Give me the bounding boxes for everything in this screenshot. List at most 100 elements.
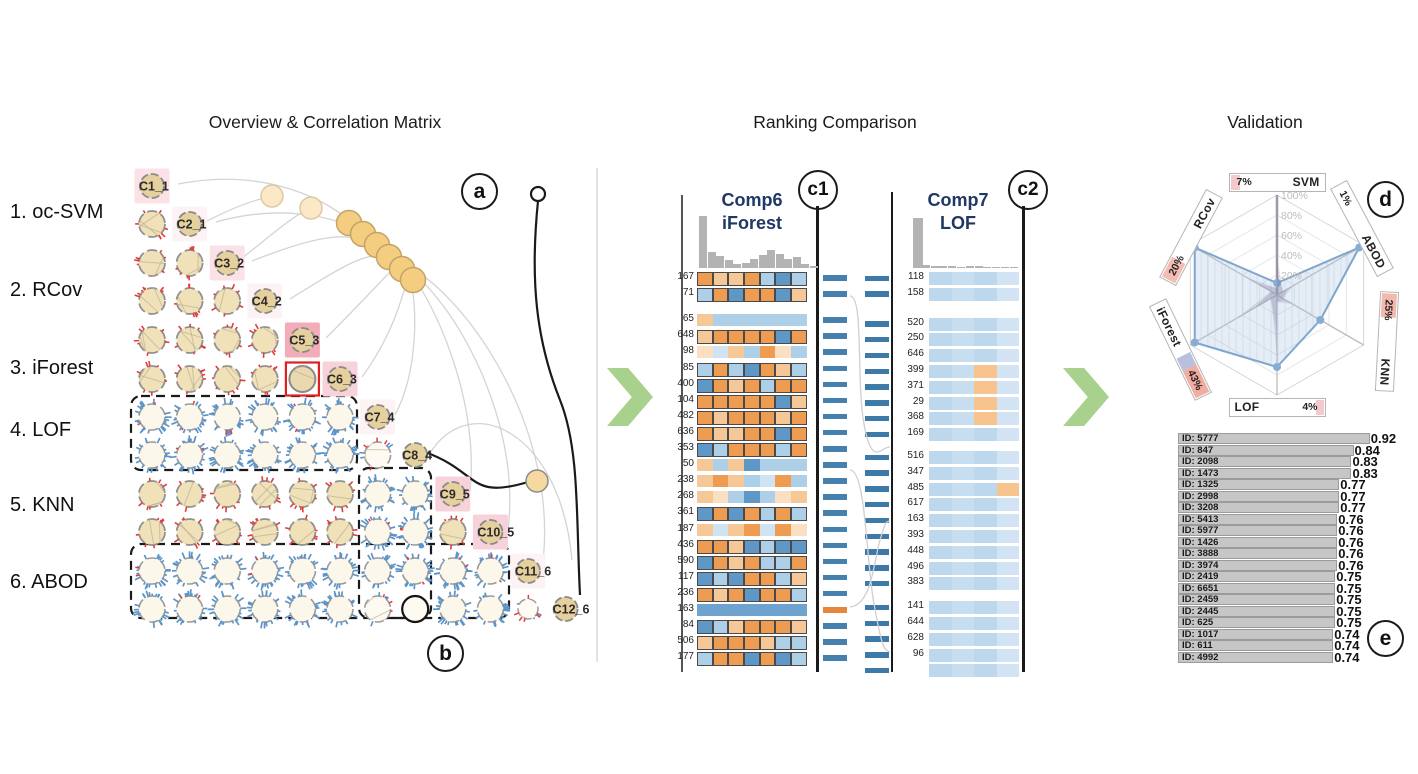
matrix-glyph[interactable] bbox=[396, 475, 433, 514]
matrix-glyph[interactable] bbox=[361, 552, 397, 589]
matrix-glyph[interactable] bbox=[473, 592, 511, 628]
matrix-glyph[interactable] bbox=[432, 590, 472, 627]
matrix-glyph[interactable] bbox=[134, 398, 172, 435]
matrix-glyph[interactable] bbox=[474, 552, 509, 589]
matrix-glyph[interactable] bbox=[134, 553, 171, 590]
comp7-row-strip[interactable] bbox=[929, 482, 1019, 496]
comp7-row-strip[interactable] bbox=[929, 561, 1019, 575]
matrix-glyph[interactable] bbox=[207, 590, 247, 627]
comp7-row-strip[interactable] bbox=[929, 396, 1019, 410]
comp7-row-strip[interactable] bbox=[929, 287, 1019, 301]
comp6-row-strip[interactable] bbox=[697, 378, 807, 393]
comp7-row-strip[interactable] bbox=[929, 380, 1019, 394]
comp6-row-strip[interactable] bbox=[697, 346, 807, 359]
matrix-diagonal-label[interactable]: C1_1 bbox=[134, 168, 170, 204]
comp6-row-strip[interactable] bbox=[697, 272, 807, 286]
matrix-glyph[interactable] bbox=[208, 397, 244, 437]
matrix-glyph[interactable] bbox=[132, 590, 170, 628]
comp7-row-strip[interactable] bbox=[929, 514, 1019, 528]
comp7-row-strip[interactable] bbox=[929, 632, 1019, 646]
matrix-glyph[interactable] bbox=[250, 476, 282, 510]
matrix-glyph[interactable] bbox=[320, 552, 360, 590]
comp6-row-strip[interactable] bbox=[697, 571, 807, 586]
matrix-glyph[interactable] bbox=[438, 515, 467, 550]
matrix-glyph[interactable] bbox=[359, 437, 394, 471]
matrix-diagonal-label[interactable]: C3_2 bbox=[209, 245, 245, 281]
matrix-glyph[interactable] bbox=[401, 594, 430, 624]
matrix-glyph[interactable] bbox=[359, 516, 398, 551]
comp7-row-strip[interactable] bbox=[929, 601, 1019, 615]
matrix-diagonal-label[interactable]: C9_5 bbox=[435, 476, 471, 512]
comp7-row-strip[interactable] bbox=[929, 451, 1019, 464]
comp6-row-strip[interactable] bbox=[697, 587, 807, 602]
matrix-diagonal-label[interactable]: C8_4 bbox=[402, 442, 432, 468]
matrix-diagonal-label[interactable]: C6_3 bbox=[322, 361, 358, 397]
matrix-diagonal-label[interactable]: C7_4 bbox=[360, 399, 396, 435]
matrix-glyph[interactable] bbox=[212, 322, 243, 358]
matrix-diagonal-label[interactable]: C4_2 bbox=[247, 283, 283, 319]
matrix-glyph[interactable] bbox=[395, 512, 434, 550]
comp6-row-strip[interactable] bbox=[697, 620, 807, 635]
matrix-glyph[interactable] bbox=[134, 286, 166, 315]
comp6-row-strip[interactable] bbox=[697, 539, 807, 554]
comp7-row-strip[interactable] bbox=[929, 333, 1019, 347]
matrix-glyph[interactable] bbox=[320, 590, 358, 628]
matrix-glyph[interactable] bbox=[135, 209, 169, 240]
comp6-row-strip[interactable] bbox=[697, 362, 807, 377]
matrix-glyph[interactable] bbox=[135, 517, 166, 549]
matrix-glyph[interactable] bbox=[211, 283, 244, 317]
matrix-glyph[interactable] bbox=[282, 397, 321, 435]
matrix-glyph[interactable] bbox=[284, 361, 320, 397]
matrix-glyph[interactable] bbox=[433, 551, 473, 591]
comp7-row-strip[interactable] bbox=[929, 648, 1019, 662]
comp6-row-strip[interactable] bbox=[697, 523, 807, 536]
comp6-row-strip[interactable] bbox=[697, 426, 807, 441]
matrix-glyph[interactable] bbox=[209, 480, 242, 513]
comp6-row-strip[interactable] bbox=[697, 459, 807, 472]
matrix-glyph[interactable] bbox=[246, 590, 281, 629]
comp7-row-strip[interactable] bbox=[929, 428, 1019, 442]
comp7-row-strip[interactable] bbox=[929, 545, 1019, 559]
matrix-glyph[interactable] bbox=[325, 480, 356, 513]
matrix-glyph[interactable] bbox=[395, 553, 435, 590]
matrix-diagonal-label[interactable]: C11_6 bbox=[510, 553, 552, 589]
comp6-row-strip[interactable] bbox=[697, 394, 807, 409]
matrix-diagonal-label[interactable]: C10_5 bbox=[472, 514, 514, 550]
comp7-row-strip[interactable] bbox=[929, 317, 1019, 331]
matrix-glyph[interactable] bbox=[322, 398, 359, 436]
comp6-row-strip[interactable] bbox=[697, 491, 807, 504]
matrix-glyph[interactable] bbox=[513, 594, 542, 622]
matrix-glyph[interactable] bbox=[134, 437, 172, 473]
matrix-glyph[interactable] bbox=[174, 283, 204, 318]
comp7-row-strip[interactable] bbox=[929, 617, 1019, 630]
matrix-glyph[interactable] bbox=[288, 477, 318, 513]
comp6-row-strip[interactable] bbox=[697, 507, 807, 522]
matrix-glyph[interactable] bbox=[171, 400, 209, 434]
matrix-glyph[interactable] bbox=[174, 364, 206, 395]
comp6-row-strip[interactable] bbox=[697, 636, 807, 651]
matrix-glyph[interactable] bbox=[284, 437, 322, 474]
comp6-row-strip[interactable] bbox=[697, 314, 807, 327]
matrix-glyph[interactable] bbox=[211, 518, 242, 546]
matrix-glyph[interactable] bbox=[284, 553, 319, 590]
matrix-glyph[interactable] bbox=[136, 360, 168, 396]
matrix-glyph[interactable] bbox=[174, 323, 207, 355]
matrix-diagonal-label[interactable]: C12_6 bbox=[553, 596, 590, 622]
comp7-row-strip[interactable] bbox=[929, 412, 1019, 426]
matrix-glyph[interactable] bbox=[363, 592, 393, 627]
matrix-glyph[interactable] bbox=[133, 325, 170, 357]
matrix-glyph[interactable] bbox=[212, 365, 246, 396]
matrix-glyph[interactable] bbox=[247, 551, 285, 591]
matrix-glyph[interactable] bbox=[247, 323, 279, 358]
matrix-glyph[interactable] bbox=[133, 249, 167, 277]
comp7-row-strip[interactable] bbox=[929, 664, 1019, 678]
comp6-row-strip[interactable] bbox=[697, 288, 807, 303]
comp6-row-strip[interactable] bbox=[697, 410, 807, 425]
matrix-glyph[interactable] bbox=[284, 514, 318, 546]
matrix-glyph[interactable] bbox=[245, 397, 282, 437]
matrix-glyph[interactable] bbox=[175, 480, 207, 513]
matrix-glyph[interactable] bbox=[321, 437, 360, 474]
matrix-glyph[interactable] bbox=[245, 439, 282, 474]
comp7-row-strip[interactable] bbox=[929, 365, 1019, 378]
